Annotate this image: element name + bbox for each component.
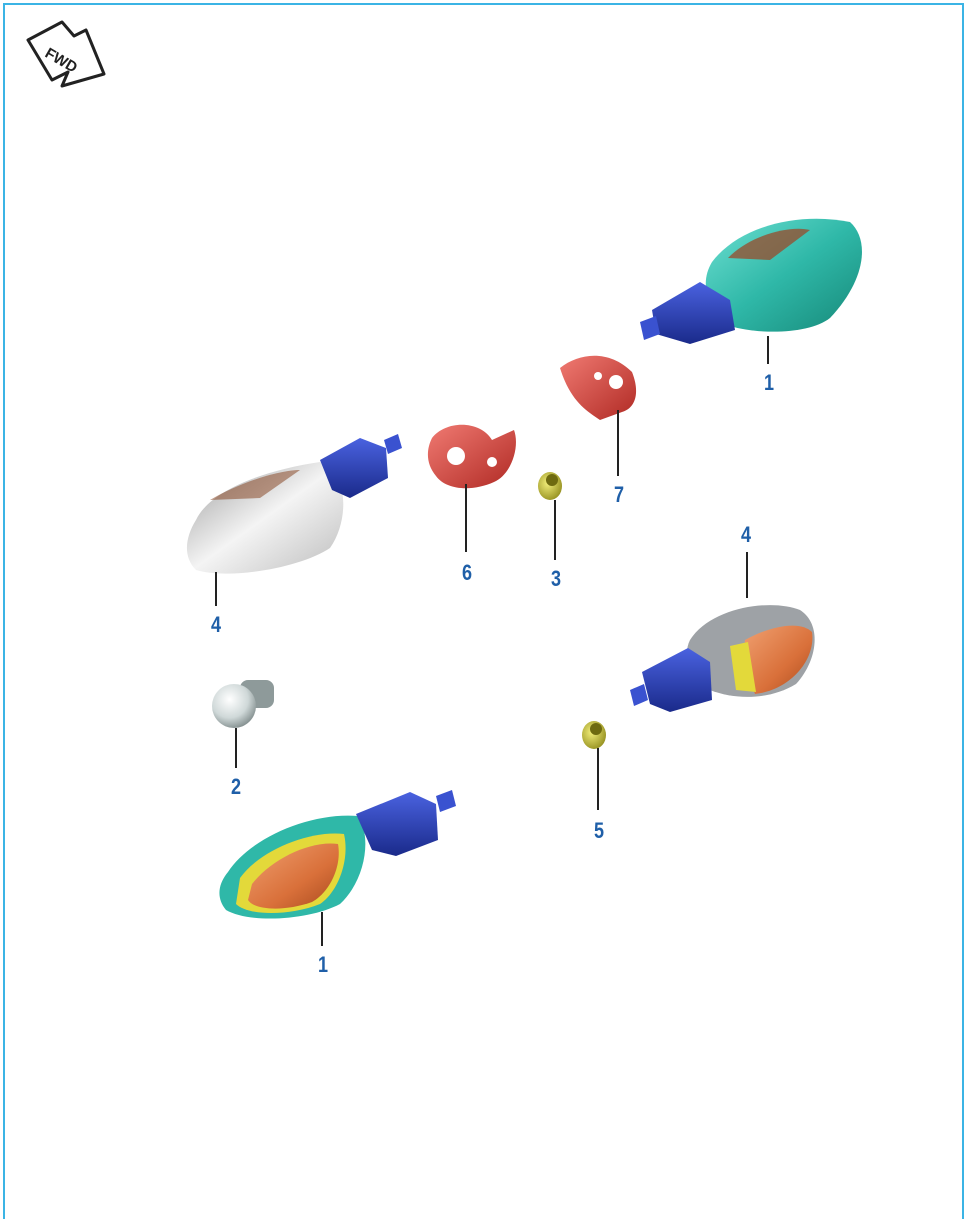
nut-lower: [582, 721, 606, 749]
indicator-front-right: [640, 218, 862, 344]
indicator-rear-left: [186, 434, 402, 574]
callout-4-left: 4: [210, 612, 222, 637]
callout-6: 6: [461, 560, 473, 585]
callout-7: 7: [613, 482, 625, 507]
bulb: [212, 680, 274, 728]
callout-1-front-left: 1: [317, 952, 329, 977]
nut-upper: [538, 472, 562, 500]
forward-arrow-icon: [26, 20, 106, 88]
callout-5: 5: [593, 818, 605, 843]
callout-4-right: 4: [740, 522, 752, 547]
leader-lines: [215, 336, 769, 946]
callout-1-front-right: 1: [763, 370, 775, 395]
bracket-right: [560, 355, 637, 420]
bracket-left: [427, 424, 516, 489]
callout-3: 3: [550, 566, 562, 591]
callout-2: 2: [230, 774, 242, 799]
indicator-rear-right: [630, 605, 815, 712]
indicator-front-left: [219, 790, 456, 919]
page-border: [3, 3, 964, 1219]
